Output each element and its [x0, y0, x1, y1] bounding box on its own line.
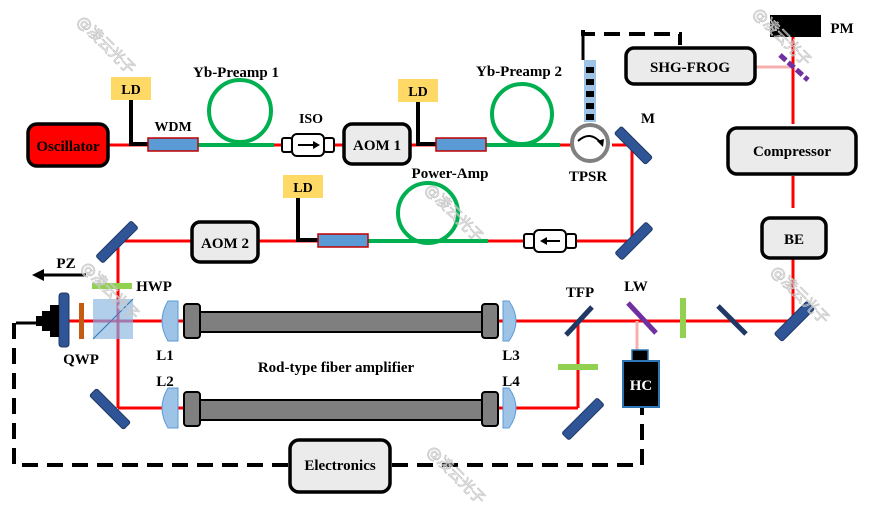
lw-mirror: [626, 301, 658, 335]
mirror-m: [614, 126, 653, 165]
fiber-paths: [198, 78, 560, 245]
mirror-left-bottom: [89, 388, 131, 430]
l2-label: L2: [156, 374, 174, 390]
pz-label: PZ: [56, 256, 75, 272]
mirror-rod-return: [562, 398, 604, 440]
lens-l3: [502, 300, 517, 342]
mirror-power-amp-fold: [615, 222, 653, 260]
watermark: @凌云光子: [421, 180, 487, 246]
wdm-label: WDM: [154, 120, 191, 135]
lw-label: LW: [624, 279, 648, 295]
shg-frog-label: SHG-FROG: [650, 60, 730, 76]
electronics-label: Electronics: [304, 458, 376, 474]
pump-wires: [129, 99, 436, 242]
hwp: [92, 283, 132, 289]
rod-amp-label: Rod-type fiber amplifier: [258, 360, 415, 376]
arrow-left-icon: [32, 269, 44, 281]
pz-end-mirror: [36, 292, 70, 348]
power-meter: PM: [770, 15, 854, 37]
aom-1-label: AOM 1: [353, 138, 401, 154]
ld-2: LD: [398, 79, 438, 102]
wdm-coupler-3: [317, 233, 369, 248]
control-lines: [12, 30, 682, 467]
ld-3: LD: [283, 175, 323, 198]
lens-l1: [161, 300, 179, 342]
oscillator-label: Oscillator: [36, 139, 100, 155]
aom-1: AOM 1: [342, 122, 412, 166]
tfp: [564, 305, 594, 337]
wdm-coupler-1: [147, 137, 199, 152]
tfp-label: TFP: [566, 285, 594, 301]
hwp-label: HWP: [136, 279, 172, 295]
power-amp-label: Power-Amp: [412, 166, 489, 182]
polarizing-beam-splitter: [92, 298, 134, 340]
watermark: @凌云光子: [73, 12, 139, 78]
waveplate-right: [680, 298, 686, 338]
ld-1-label: LD: [121, 83, 140, 98]
aom-2: AOM 2: [190, 220, 260, 264]
yb-preamp1-coil: [207, 78, 273, 144]
l4-label: L4: [502, 374, 520, 390]
hc-camera: HC: [622, 349, 660, 408]
qwp: [79, 303, 84, 339]
pm-label: PM: [830, 21, 853, 37]
arrow-left-icon: [540, 237, 547, 245]
ld-2-label: LD: [408, 85, 427, 100]
compressor-label: Compressor: [753, 144, 831, 160]
hc-label: HC: [630, 378, 653, 394]
l1-label: L1: [156, 348, 174, 364]
thin-mirror: [716, 304, 748, 336]
iso-label: ISO: [299, 112, 323, 127]
pz-actuator: PZ: [32, 256, 86, 281]
compressor: Compressor: [726, 126, 858, 176]
mirror-m-label: M: [641, 111, 655, 127]
rod-fiber-2: [183, 391, 499, 427]
ld-1: LD: [111, 77, 151, 100]
lens-l2: [161, 387, 179, 429]
wdm-coupler-2: [435, 137, 487, 152]
mirror-output-fold: [774, 301, 815, 342]
tpsr: [570, 60, 610, 163]
shg-frog: SHG-FROG: [624, 46, 757, 86]
tpsr-label: TPSR: [569, 169, 608, 185]
beam-expander: BE: [760, 216, 828, 260]
arrow-right-icon: [313, 141, 320, 149]
isolator-forward: [281, 133, 335, 157]
waveplate-tfp: [558, 364, 598, 370]
aom-2-label: AOM 2: [201, 236, 249, 252]
oscillator: Oscillator: [26, 122, 110, 168]
isolator-backward: [523, 229, 577, 253]
power-amp-coil: [396, 181, 460, 245]
ld-3-label: LD: [293, 181, 312, 196]
circulator-icon: [570, 123, 610, 163]
lens-l4: [502, 387, 517, 429]
yb-preamp2-label: Yb-Preamp 2: [476, 64, 562, 80]
qwp-label: QWP: [63, 352, 99, 368]
mirror-pz: [96, 221, 138, 263]
yb-preamp2-coil: [490, 82, 554, 146]
yb-preamp1-label: Yb-Preamp 1: [193, 65, 279, 81]
electronics: Electronics: [288, 438, 392, 494]
rod-fiber-1: [183, 303, 499, 339]
watermark: @凌云光子: [423, 442, 489, 508]
pickoff-mirror: [778, 53, 810, 82]
be-label: BE: [784, 232, 804, 248]
l3-label: L3: [502, 348, 520, 364]
